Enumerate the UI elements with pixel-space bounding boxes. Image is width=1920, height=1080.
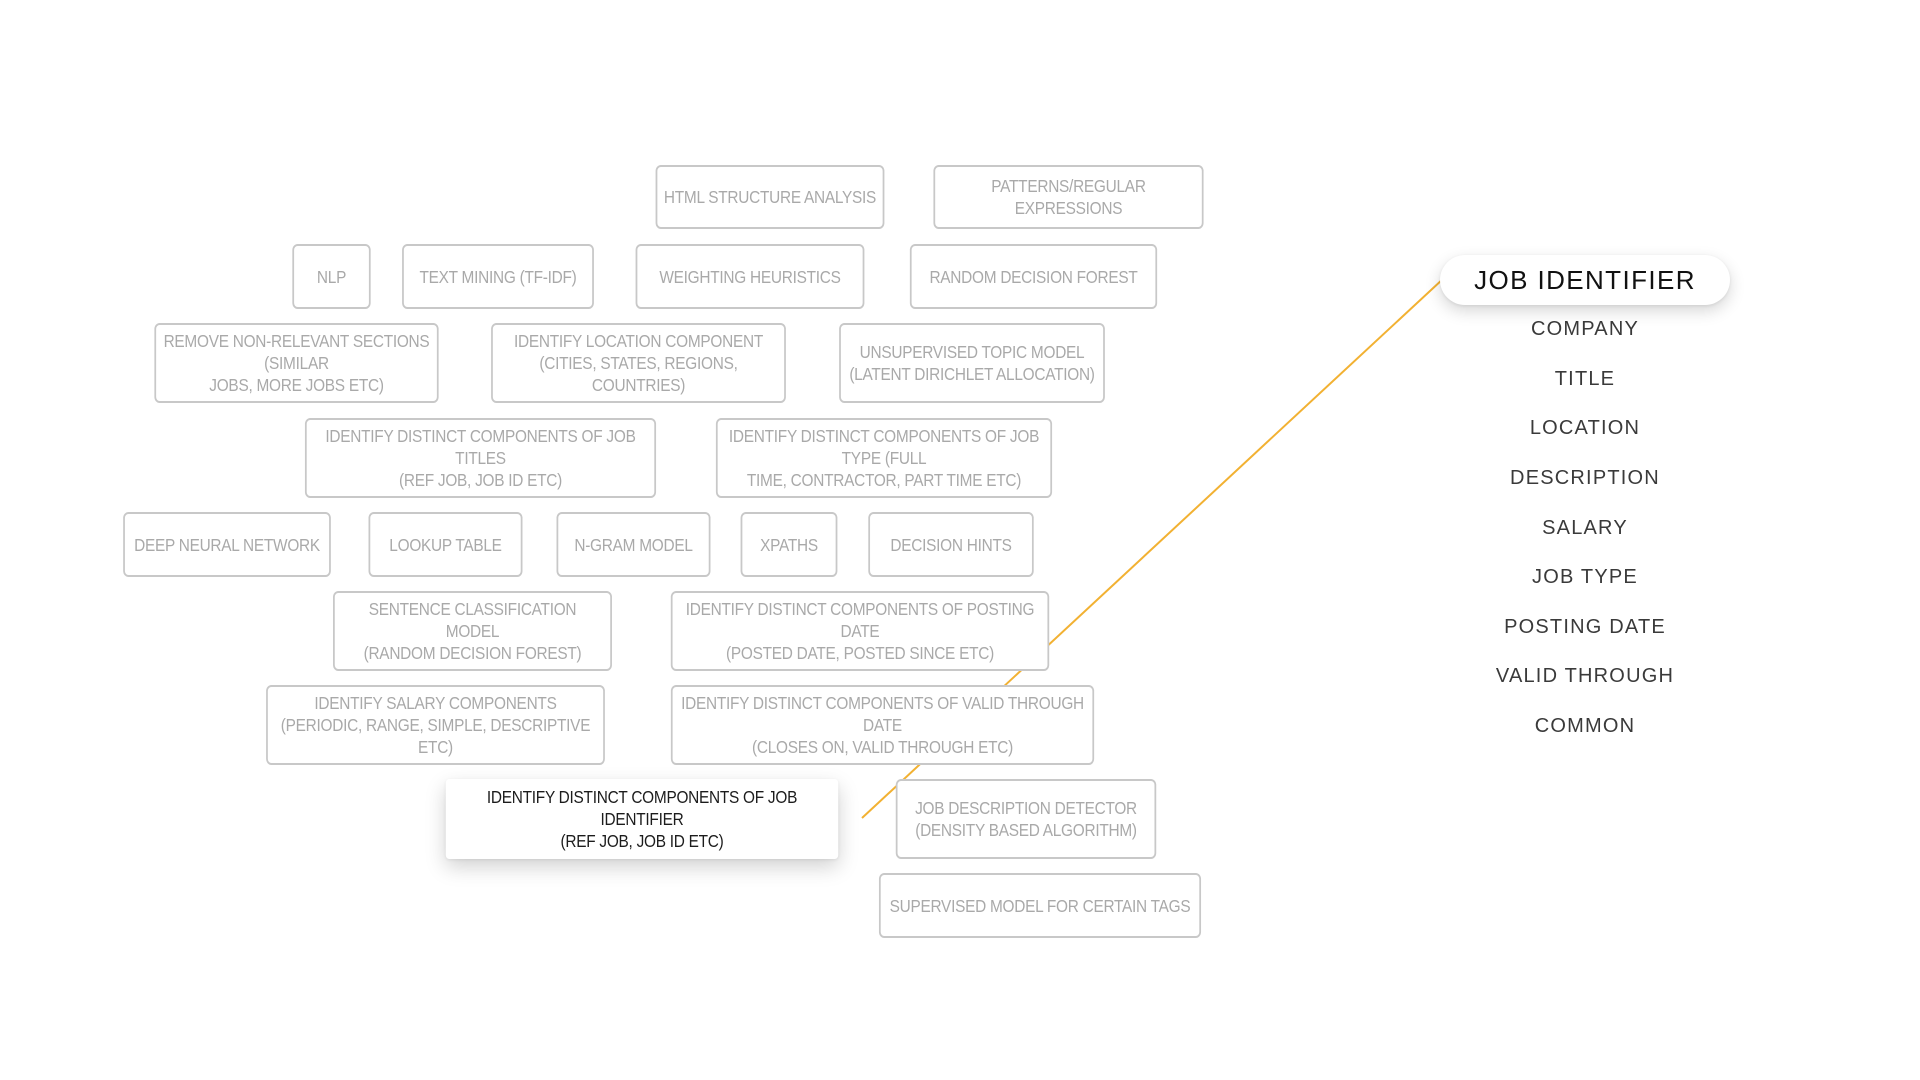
technique-label: IDENTIFY DISTINCT COMPONENTS OF JOB TYPE… <box>728 426 1040 490</box>
technique-label: DECISION HINTS <box>890 534 1012 555</box>
technique-box-deep-neural-network: DEEP NEURAL NETWORK <box>123 512 331 577</box>
technique-box-components-job-identifier: IDENTIFY DISTINCT COMPONENTS OF JOB IDEN… <box>445 779 839 859</box>
technique-label: XPATHS <box>760 534 818 555</box>
technique-label: N-GRAM MODEL <box>574 534 693 555</box>
technique-label: IDENTIFY LOCATION COMPONENT (CITIES, STA… <box>513 331 763 395</box>
technique-box-identify-location-component: IDENTIFY LOCATION COMPONENT (CITIES, STA… <box>491 323 786 403</box>
technique-box-job-description-detector: JOB DESCRIPTION DETECTOR (DENSITY BASED … <box>895 779 1157 859</box>
field-item-job-identifier[interactable]: JOB IDENTIFIER <box>1440 255 1730 305</box>
technique-box-text-mining: TEXT MINING (TF-IDF) <box>402 244 594 309</box>
field-item-valid-through[interactable]: VALID THROUGH <box>1495 665 1675 688</box>
field-item-description[interactable]: DESCRIPTION <box>1510 467 1660 490</box>
technique-label: NLP <box>316 266 347 287</box>
technique-label: SENTENCE CLASSIFICATION MODEL (RANDOM DE… <box>363 599 582 663</box>
technique-box-components-posting-date: IDENTIFY DISTINCT COMPONENTS OF POSTING … <box>670 591 1050 671</box>
technique-label: IDENTIFY DISTINCT COMPONENTS OF VALID TH… <box>681 693 1084 757</box>
technique-box-xpaths: XPATHS <box>740 512 838 577</box>
technique-box-components-valid-through: IDENTIFY DISTINCT COMPONENTS OF VALID TH… <box>670 685 1095 765</box>
technique-box-nlp: NLP <box>292 244 371 309</box>
technique-box-remove-non-relevant-sections: REMOVE NON-RELEVANT SECTIONS (SIMILAR JO… <box>154 323 439 403</box>
field-item-location[interactable]: LOCATION <box>1529 417 1641 440</box>
technique-label: DEEP NEURAL NETWORK <box>134 534 320 555</box>
technique-box-unsupervised-topic-model: UNSUPERVISED TOPIC MODEL (LATENT DIRICHL… <box>839 323 1105 403</box>
technique-box-random-decision-forest: RANDOM DECISION FOREST <box>909 244 1158 309</box>
technique-label: PATTERNS/REGULAR EXPRESSIONS <box>991 176 1146 218</box>
field-item-posting-date[interactable]: POSTING DATE <box>1504 615 1666 638</box>
technique-label: TEXT MINING (TF-IDF) <box>419 266 577 287</box>
technique-box-patterns-regular-expressions: PATTERNS/REGULAR EXPRESSIONS <box>933 165 1204 229</box>
technique-label: RANDOM DECISION FOREST <box>929 266 1138 287</box>
field-item-common[interactable]: COMMON <box>1534 715 1636 738</box>
field-item-company[interactable]: COMPANY <box>1530 318 1640 341</box>
field-item-title[interactable]: TITLE <box>1554 367 1616 390</box>
technique-box-sentence-classification-model: SENTENCE CLASSIFICATION MODEL (RANDOM DE… <box>333 591 612 671</box>
technique-box-decision-hints: DECISION HINTS <box>868 512 1034 577</box>
technique-box-weighting-heuristics: WEIGHTING HEURISTICS <box>635 244 865 309</box>
field-item-job-type[interactable]: JOB TYPE <box>1532 566 1638 589</box>
technique-label: REMOVE NON-RELEVANT SECTIONS (SIMILAR JO… <box>163 331 430 395</box>
technique-label: IDENTIFY DISTINCT COMPONENTS OF JOB TITL… <box>325 426 636 490</box>
technique-box-lookup-table: LOOKUP TABLE <box>368 512 523 577</box>
technique-box-html-structure-analysis: HTML STRUCTURE ANALYSIS <box>655 165 885 229</box>
technique-box-supervised-model-tags: SUPERVISED MODEL FOR CERTAIN TAGS <box>878 873 1202 938</box>
technique-label: IDENTIFY DISTINCT COMPONENTS OF POSTING … <box>685 599 1035 663</box>
technique-box-n-gram-model: N-GRAM MODEL <box>556 512 711 577</box>
technique-label: JOB DESCRIPTION DETECTOR (DENSITY BASED … <box>915 798 1137 840</box>
technique-label: UNSUPERVISED TOPIC MODEL (LATENT DIRICHL… <box>849 342 1095 384</box>
field-item-salary[interactable]: SALARY <box>1542 516 1628 539</box>
field-list: JOB IDENTIFIER COMPANY TITLE LOCATION DESCRI… <box>1440 255 1730 751</box>
technique-box-salary-components: IDENTIFY SALARY COMPONENTS (PERIODIC, RA… <box>266 685 605 765</box>
technique-label: WEIGHTING HEURISTICS <box>659 266 841 287</box>
technique-box-components-job-type: IDENTIFY DISTINCT COMPONENTS OF JOB TYPE… <box>715 418 1053 498</box>
technique-label: SUPERVISED MODEL FOR CERTAIN TAGS <box>889 895 1191 916</box>
technique-label: LOOKUP TABLE <box>389 534 502 555</box>
technique-label: HTML STRUCTURE ANALYSIS <box>663 187 877 207</box>
technique-box-components-job-titles: IDENTIFY DISTINCT COMPONENTS OF JOB TITL… <box>304 418 657 498</box>
technique-label: IDENTIFY DISTINCT COMPONENTS OF JOB IDEN… <box>486 787 798 851</box>
technique-label: IDENTIFY SALARY COMPONENTS (PERIODIC, RA… <box>280 693 591 757</box>
